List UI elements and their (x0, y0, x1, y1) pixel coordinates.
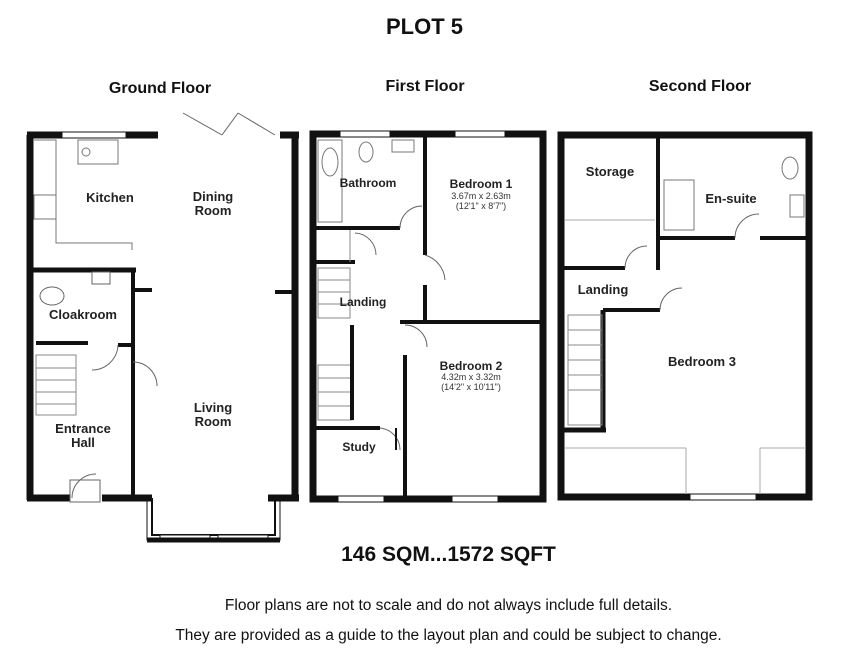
cloakroom-label: Cloakroom (49, 307, 117, 322)
bedroom1-metric-dimensions: 3.67m x 2.63m (451, 191, 511, 201)
entrance-hall-label-line2: Hall (71, 435, 95, 450)
ensuite-label: En-suite (705, 191, 756, 206)
kitchen-label: Kitchen (86, 190, 134, 205)
entrance-hall-label-line1: Entrance (55, 421, 111, 436)
living-room-label-line2: Room (195, 414, 232, 429)
living-room-label-line1: Living (194, 400, 232, 415)
second-floor-label: Second Floor (648, 78, 752, 95)
dining-room-label-line1: Dining (193, 189, 233, 204)
bedroom2-imperial-dimensions: (14'2" x 10'11") (441, 382, 501, 392)
study-label: Study (342, 440, 376, 454)
first-floor-plan (309, 130, 547, 503)
ground-floor-label: Ground Floor (108, 80, 212, 97)
bedroom2-label: Bedroom 2 (440, 359, 503, 373)
total-area: 146 SQM...1572 SQFT (341, 543, 556, 566)
bathroom-label: Bathroom (340, 176, 397, 190)
bedroom2-metric-dimensions: 4.32m x 3.32m (441, 372, 501, 382)
plan-title: PLOT 5 (385, 14, 463, 39)
storage-label: Storage (586, 164, 634, 179)
bedroom1-imperial-dimensions: (12'1" x 8'7") (456, 201, 506, 211)
second-floor-plan (557, 131, 813, 501)
disclaimer-line-1: Floor plans are not to scale and do not … (224, 597, 673, 614)
bedroom1-label: Bedroom 1 (450, 177, 513, 191)
first-floor-landing-label: Landing (340, 295, 387, 309)
first-floor-label: First Floor (385, 78, 465, 95)
bedroom3-label: Bedroom 3 (668, 354, 736, 369)
ground-floor-plan (26, 112, 299, 543)
dining-room-label-line2: Room (195, 203, 232, 218)
disclaimer-line-2: They are provided as a guide to the layo… (175, 627, 722, 644)
second-floor-landing-label: Landing (578, 282, 629, 297)
